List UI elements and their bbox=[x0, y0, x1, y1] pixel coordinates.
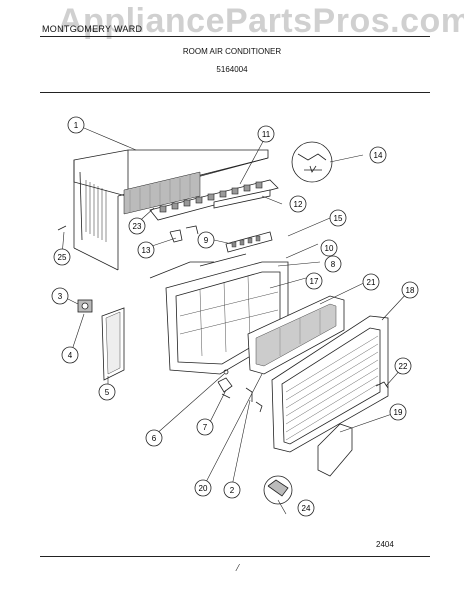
title-rule bbox=[40, 92, 430, 93]
louver-assembly bbox=[149, 179, 279, 221]
svg-text:2: 2 bbox=[230, 486, 235, 495]
callout-11[interactable]: 11 bbox=[257, 125, 275, 143]
diagram-code: 2404 bbox=[376, 540, 394, 549]
svg-text:6: 6 bbox=[152, 434, 157, 443]
svg-text:23: 23 bbox=[133, 222, 142, 231]
control-bar bbox=[225, 231, 273, 253]
svg-text:22: 22 bbox=[399, 362, 408, 371]
svg-text:1: 1 bbox=[74, 121, 79, 130]
callout-13[interactable]: 13 bbox=[137, 241, 155, 259]
front-grille bbox=[271, 315, 389, 453]
svg-text:17: 17 bbox=[310, 277, 319, 286]
callout-3[interactable]: 3 bbox=[51, 287, 69, 305]
small-hardware bbox=[57, 225, 389, 505]
callout-20[interactable]: 20 bbox=[194, 479, 212, 497]
svg-text:3: 3 bbox=[58, 292, 63, 301]
cabinet-wrapper bbox=[73, 149, 269, 271]
callout-8[interactable]: 8 bbox=[324, 255, 342, 273]
watermark: AppliancePartsPros.com bbox=[58, 2, 464, 40]
side-panel bbox=[101, 307, 125, 381]
svg-text:25: 25 bbox=[58, 253, 67, 262]
callout-7[interactable]: 7 bbox=[196, 418, 214, 436]
svg-text:5: 5 bbox=[105, 388, 110, 397]
footer-rule bbox=[40, 556, 430, 557]
svg-text:21: 21 bbox=[367, 278, 376, 287]
svg-text:9: 9 bbox=[204, 236, 209, 245]
callout-group: 1 2 3 4 5 6 7 8 9 10 11 12 13 14 15 17 1… bbox=[51, 116, 419, 517]
svg-text:12: 12 bbox=[294, 200, 303, 209]
clip-detail bbox=[291, 141, 333, 183]
callout-19[interactable]: 19 bbox=[389, 403, 407, 421]
svg-text:4: 4 bbox=[68, 351, 73, 360]
brand-label: MONTGOMERY WARD bbox=[42, 24, 143, 34]
callout-12[interactable]: 12 bbox=[289, 195, 307, 213]
callout-9[interactable]: 9 bbox=[197, 231, 215, 249]
svg-text:15: 15 bbox=[334, 214, 343, 223]
footer-mark: / bbox=[236, 562, 240, 574]
callout-25[interactable]: 25 bbox=[53, 248, 71, 266]
callout-15[interactable]: 15 bbox=[329, 209, 347, 227]
svg-text:19: 19 bbox=[394, 408, 403, 417]
callout-1[interactable]: 1 bbox=[67, 116, 85, 134]
access-door bbox=[317, 423, 353, 477]
callout-14[interactable]: 14 bbox=[369, 146, 387, 164]
svg-text:7: 7 bbox=[203, 423, 208, 432]
header-rule bbox=[40, 36, 430, 37]
callout-6[interactable]: 6 bbox=[145, 429, 163, 447]
svg-text:18: 18 bbox=[406, 286, 415, 295]
callout-22[interactable]: 22 bbox=[394, 357, 412, 375]
callout-21[interactable]: 21 bbox=[362, 273, 380, 291]
svg-text:20: 20 bbox=[199, 484, 208, 493]
leader-lines bbox=[61, 127, 409, 515]
callout-5[interactable]: 5 bbox=[98, 383, 116, 401]
svg-text:24: 24 bbox=[302, 504, 311, 513]
callout-2[interactable]: 2 bbox=[223, 481, 241, 499]
callout-24[interactable]: 24 bbox=[297, 499, 315, 517]
callout-23[interactable]: 23 bbox=[128, 217, 146, 235]
svg-text:8: 8 bbox=[331, 260, 336, 269]
filter-panel bbox=[247, 295, 345, 375]
svg-text:13: 13 bbox=[142, 246, 151, 255]
callout-10[interactable]: 10 bbox=[320, 239, 338, 257]
knob-part bbox=[77, 299, 93, 313]
model-number: 5164004 bbox=[216, 65, 248, 74]
callout-18[interactable]: 18 bbox=[401, 281, 419, 299]
diagram-title: ROOM AIR CONDITIONER bbox=[182, 47, 282, 56]
svg-text:14: 14 bbox=[374, 151, 383, 160]
svg-text:11: 11 bbox=[262, 130, 271, 139]
svg-text:10: 10 bbox=[325, 244, 334, 253]
callout-17[interactable]: 17 bbox=[305, 272, 323, 290]
bracket-parts bbox=[169, 225, 199, 243]
callout-4[interactable]: 4 bbox=[61, 346, 79, 364]
